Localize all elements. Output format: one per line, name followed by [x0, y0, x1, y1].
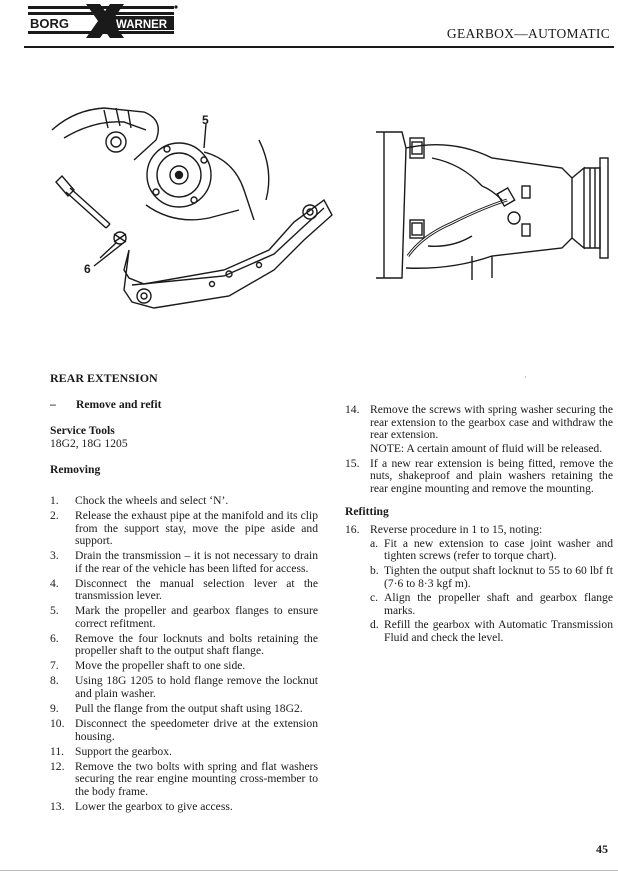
substep-text: Align the propeller shaft and gearbox fl…	[384, 591, 613, 617]
substep-letter: d.	[370, 618, 379, 632]
step-item: 9. Pull the flange from the output shaft …	[50, 702, 318, 716]
step-number: 6.	[50, 631, 59, 645]
step-number: 14.	[345, 403, 360, 416]
step-number: 4.	[50, 576, 59, 590]
scan-speck: ·	[524, 372, 527, 382]
step-item: 2. Release the exhaust pipe at the manifo…	[50, 508, 318, 548]
substep-item: b. Tighten the output shaft locknut to 55…	[370, 563, 613, 590]
step-text: Mark the propeller and gearbox flanges t…	[75, 604, 318, 630]
step-item: 8. Using 18G 1205 to hold flange remove t…	[50, 675, 318, 700]
header-title: GEARBOX—AUTOMATIC	[446, 26, 610, 41]
right-column: 14. Remove the screws with spring washer…	[345, 403, 613, 649]
step-item: 7. Move the propeller shaft to one side.	[50, 660, 318, 673]
left-column: REAR EXTENSION – Remove and refit Servic…	[50, 372, 318, 816]
step-number: 13.	[50, 799, 65, 813]
section-title: REAR EXTENSION	[50, 371, 158, 385]
step-item: 15. If a new rear extension is being fitt…	[345, 456, 613, 496]
step-text: Release the exhaust pipe at the manifold…	[75, 508, 318, 548]
removing-steps-continued: 14. Remove the screws with spring washer…	[345, 403, 613, 496]
step-item: 4. Disconnect the manual selection lever …	[50, 576, 318, 603]
speedometer-drive-illustration	[372, 128, 612, 288]
substep-item: d. Refill the gearbox with Automatic Tran…	[370, 618, 613, 644]
callout-6: 6	[84, 262, 91, 276]
subsection-heading: – Remove and refit	[50, 397, 318, 412]
service-tools-value: 18G2, 18G 1205	[50, 436, 128, 450]
rear-extension-drawing	[51, 107, 333, 309]
step-text: Remove the screws with spring washer sec…	[370, 403, 613, 442]
step-number: 9.	[50, 702, 59, 715]
header-rule	[24, 46, 614, 48]
substep-letter: b.	[370, 563, 379, 577]
step-item: 10. Disconnect the speedometer drive at t…	[50, 716, 318, 743]
step-number: 7.	[50, 659, 59, 673]
logo-text-borg: BORG	[30, 16, 69, 31]
step-body: Remove the screws with spring washer sec…	[370, 403, 613, 455]
step-item: 1. Chock the wheels and select ‘N’.	[50, 493, 318, 508]
bottom-rule	[0, 870, 618, 871]
step-text: Using 18G 1205 to hold flange remove the…	[75, 674, 318, 701]
refitting-steps-list: 16. Reverse procedure in 1 to 15, noting…	[345, 523, 613, 646]
step-text: Support the gearbox.	[75, 744, 172, 758]
step-text: If a new rear extension is being fitted,…	[370, 456, 613, 495]
step-number: 8.	[50, 674, 59, 688]
step-item: 14. Remove the screws with spring washer…	[345, 403, 613, 455]
step-text: Pull the flange from the output shaft us…	[75, 702, 303, 715]
step-number: 3.	[50, 549, 59, 563]
borg-warner-logo: BORG WARNER	[28, 4, 178, 38]
removing-heading: Removing	[50, 463, 101, 477]
step-item: 13. Lower the gearbox to give access.	[50, 799, 318, 814]
step-item: 5. Mark the propeller and gearbox flanges…	[50, 604, 318, 630]
removing-steps-list: 1. Chock the wheels and select ‘N’. 2. Rel…	[50, 493, 318, 814]
step-number: 12.	[50, 759, 65, 773]
step-number: 5.	[50, 604, 59, 618]
step-item: 11. Support the gearbox.	[50, 744, 318, 759]
step-number: 16.	[345, 523, 360, 537]
step-note: NOTE: A certain amount of fluid will be …	[370, 441, 603, 455]
step-text: Remove the two bolts with spring and fla…	[75, 759, 318, 798]
step-text: Drain the transmission – it is not neces…	[75, 549, 318, 575]
logo-text-warner: WARNER	[116, 19, 168, 31]
substep-letter: c.	[370, 591, 379, 605]
substep-item: a. Fit a new extension to case joint wash…	[370, 536, 613, 563]
step-number: 2.	[50, 508, 59, 522]
step-text: Reverse procedure in 1 to 15, noting:	[370, 523, 543, 537]
subsection-dash: –	[50, 397, 56, 411]
refitting-substeps: a. Fit a new extension to case joint wash…	[370, 536, 613, 645]
step-text: Chock the wheels and select ‘N’.	[75, 493, 229, 507]
step-item: 3. Drain the transmission – it is not nec…	[50, 549, 318, 575]
substep-item: c. Align the propeller shaft and gearbox …	[370, 591, 613, 617]
substep-letter: a.	[370, 536, 379, 550]
substep-text: Refill the gearbox with Automatic Transm…	[384, 618, 613, 644]
rear-extension-illustration: 5 6	[34, 100, 334, 320]
step-text: Disconnect the speedometer drive at the …	[75, 716, 318, 743]
step-text: Lower the gearbox to give access.	[75, 799, 233, 813]
step-text: Remove the four locknuts and bolts retai…	[75, 631, 318, 658]
step-text: Move the propeller shaft to one side.	[75, 659, 246, 673]
step-item: 12. Remove the two bolts with spring and …	[50, 759, 318, 799]
step-item: 16. Reverse procedure in 1 to 15, noting…	[345, 523, 613, 646]
step-number: 10.	[50, 716, 65, 730]
subsection-title: Remove and refit	[76, 397, 162, 411]
step-number: 1.	[50, 493, 59, 507]
page-number: 45	[596, 842, 608, 856]
step-item: 6. Remove the four locknuts and bolts ret…	[50, 631, 318, 658]
refitting-heading: Refitting	[345, 504, 389, 518]
step-number: 11.	[50, 744, 65, 758]
speedometer-drive-drawing	[376, 131, 609, 280]
substep-text: Tighten the output shaft locknut to 55 t…	[384, 563, 613, 590]
step-body: Reverse procedure in 1 to 15, noting: a.…	[370, 523, 613, 646]
step-text: Disconnect the manual selection lever at…	[75, 576, 318, 603]
step-number: 15.	[345, 456, 360, 470]
service-tools-label: Service Tools	[50, 424, 115, 438]
service-tools: Service Tools 18G2, 18G 1205	[50, 425, 318, 450]
substep-text: Fit a new extension to case joint washer…	[384, 536, 613, 563]
callout-5: 5	[202, 113, 209, 127]
